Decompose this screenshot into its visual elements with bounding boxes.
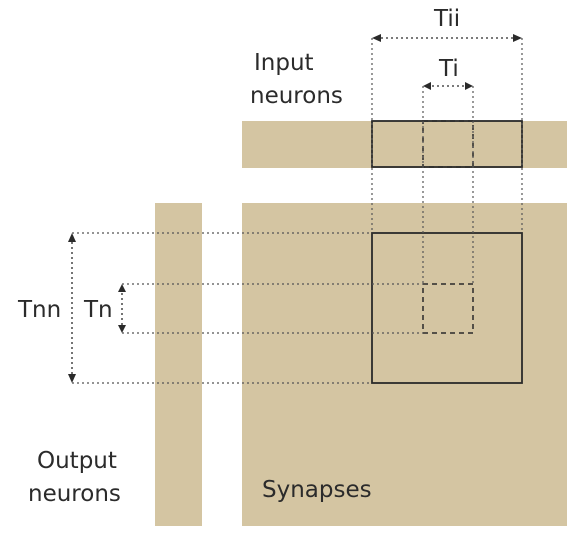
input-neurons-label-line2: neurons [250, 83, 343, 109]
synapses-label: Synapses [262, 477, 372, 503]
synapse-tile-tii-tnn [371, 232, 523, 384]
tii-label: Tii [434, 6, 461, 32]
input-neurons-label-line1: Input [254, 50, 314, 76]
synapse-tile-ti-tn [422, 283, 474, 334]
guide-lines [72, 38, 523, 384]
dimension-arrows [68, 34, 522, 383]
tn-label: Tn [84, 297, 113, 323]
input-neurons-bar [242, 121, 567, 168]
tnn-arrow-head-top [68, 233, 76, 242]
ti-arrow-head-left [423, 82, 431, 90]
synapses-block [242, 203, 567, 526]
tii-arrow-head-right [513, 34, 522, 42]
tnn-arrow-head-bottom [68, 374, 76, 383]
input-tile-ti [422, 120, 474, 168]
tnn-label: Tnn [18, 297, 62, 323]
output-neurons-label-line2: neurons [28, 481, 121, 507]
tn-arrow-head-bottom [118, 325, 126, 333]
ti-arrow-head-right [465, 82, 473, 90]
output-neurons-bar [155, 203, 202, 526]
output-neurons-label-line1: Output [37, 448, 117, 474]
tii-arrow-head-left [372, 34, 381, 42]
ti-label: Ti [439, 56, 459, 82]
tn-arrow-head-top [118, 284, 126, 292]
